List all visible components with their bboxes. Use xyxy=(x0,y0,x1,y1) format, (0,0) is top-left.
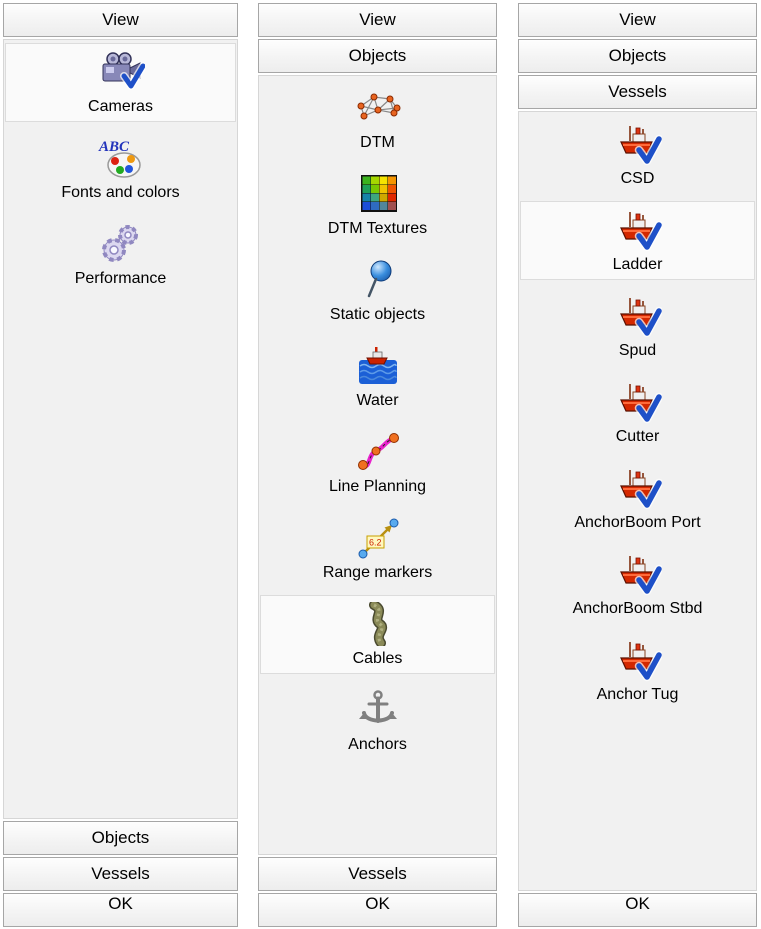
vessels-panel-content: CSD Ladder Spud Cutter AnchorBoo xyxy=(518,111,757,891)
accordion-button-view-label: View xyxy=(619,10,656,29)
item-ladder[interactable]: Ladder xyxy=(520,201,755,280)
accordion-button-objects[interactable]: Objects xyxy=(258,39,497,73)
accordion-button-view[interactable]: View xyxy=(3,3,238,37)
dtm-textures-icon xyxy=(354,172,402,216)
item-static-objects[interactable]: Static objects xyxy=(260,251,495,330)
ok-button-label: OK xyxy=(625,894,650,913)
water-icon xyxy=(354,344,402,388)
item-cables[interactable]: Cables xyxy=(260,595,495,674)
item-label: Spud xyxy=(618,342,657,359)
item-dtm[interactable]: DTM xyxy=(260,79,495,158)
item-anchor-tug[interactable]: Anchor Tug xyxy=(520,631,755,710)
accordion-button-vessels-label: Vessels xyxy=(91,864,150,883)
item-label: DTM xyxy=(360,134,395,151)
item-label: Anchors xyxy=(348,736,407,753)
svg-text:ABC: ABC xyxy=(98,139,130,155)
item-csd[interactable]: CSD xyxy=(520,115,755,194)
fonts-and-colors-icon: ABC xyxy=(97,136,145,180)
ok-button[interactable]: OK xyxy=(3,893,238,927)
vessel-icon xyxy=(614,294,662,338)
vessel-icon xyxy=(614,638,662,682)
accordion-button-view[interactable]: View xyxy=(258,3,497,37)
item-label: Fonts and colors xyxy=(61,184,180,201)
item-label: Performance xyxy=(74,270,167,287)
item-anchors[interactable]: Anchors xyxy=(260,681,495,760)
item-performance[interactable]: Performance xyxy=(5,215,236,294)
range-markers-icon: 6.2 xyxy=(354,516,402,560)
accordion-button-vessels[interactable]: Vessels xyxy=(3,857,238,891)
accordion-button-vessels-label: Vessels xyxy=(348,864,407,883)
item-label: Water xyxy=(356,392,399,409)
objects-panel-content: DTM DTM Textures Static objects Water Li… xyxy=(258,75,497,855)
vessel-icon xyxy=(614,380,662,424)
item-fonts-and-colors[interactable]: ABC Fonts and colors xyxy=(5,129,236,208)
ok-button-label: OK xyxy=(365,894,390,913)
ok-button[interactable]: OK xyxy=(258,893,497,927)
anchors-icon xyxy=(354,688,402,732)
ok-button-label: OK xyxy=(108,894,133,913)
performance-icon xyxy=(97,222,145,266)
dtm-icon xyxy=(354,86,402,130)
accordion-button-view[interactable]: View xyxy=(518,3,757,37)
camera-icon xyxy=(97,50,145,94)
item-anchorboom-stbd[interactable]: AnchorBoom Stbd xyxy=(520,545,755,624)
item-label: Cables xyxy=(352,650,403,667)
item-label: AnchorBoom Stbd xyxy=(572,600,703,617)
item-label: Range markers xyxy=(322,564,433,581)
item-line-planning[interactable]: Line Planning xyxy=(260,423,495,502)
item-cutter[interactable]: Cutter xyxy=(520,373,755,452)
item-label: Cameras xyxy=(88,98,153,115)
item-label: Static objects xyxy=(329,306,426,323)
item-label: Ladder xyxy=(612,256,663,273)
item-cameras[interactable]: Cameras xyxy=(5,43,236,122)
view-panel: View Cameras ABC Fonts and colors Perfor… xyxy=(3,3,238,929)
accordion-button-view-label: View xyxy=(359,10,396,29)
svg-text:6.2: 6.2 xyxy=(369,538,382,548)
item-water[interactable]: Water xyxy=(260,337,495,416)
item-spud[interactable]: Spud xyxy=(520,287,755,366)
vessel-icon xyxy=(614,552,662,596)
item-label: DTM Textures xyxy=(327,220,428,237)
vessel-icon xyxy=(614,122,662,166)
item-label: AnchorBoom Port xyxy=(574,514,701,531)
item-label: Line Planning xyxy=(329,478,426,495)
item-label: CSD xyxy=(620,170,655,187)
item-dtm-textures[interactable]: DTM Textures xyxy=(260,165,495,244)
item-label: Anchor Tug xyxy=(596,686,679,703)
accordion-button-vessels[interactable]: Vessels xyxy=(258,857,497,891)
item-range-markers[interactable]: 6.2 Range markers xyxy=(260,509,495,588)
vessel-icon xyxy=(614,208,662,252)
accordion-button-objects[interactable]: Objects xyxy=(3,821,238,855)
item-anchorboom-port[interactable]: AnchorBoom Port xyxy=(520,459,755,538)
line-planning-icon xyxy=(354,430,402,474)
accordion-button-objects-label: Objects xyxy=(91,828,150,847)
accordion-button-view-label: View xyxy=(102,10,139,29)
accordion-button-vessels[interactable]: Vessels xyxy=(518,75,757,109)
accordion-button-objects[interactable]: Objects xyxy=(518,39,757,73)
vessel-icon xyxy=(614,466,662,510)
accordion-button-objects-label: Objects xyxy=(608,46,667,65)
ok-button[interactable]: OK xyxy=(518,893,757,927)
cables-icon xyxy=(354,602,402,646)
accordion-button-vessels-label: Vessels xyxy=(608,82,667,101)
item-label: Cutter xyxy=(615,428,660,445)
view-panel-content: Cameras ABC Fonts and colors Performance xyxy=(3,39,238,819)
accordion-button-objects-label: Objects xyxy=(348,46,407,65)
static-objects-icon xyxy=(354,258,402,302)
